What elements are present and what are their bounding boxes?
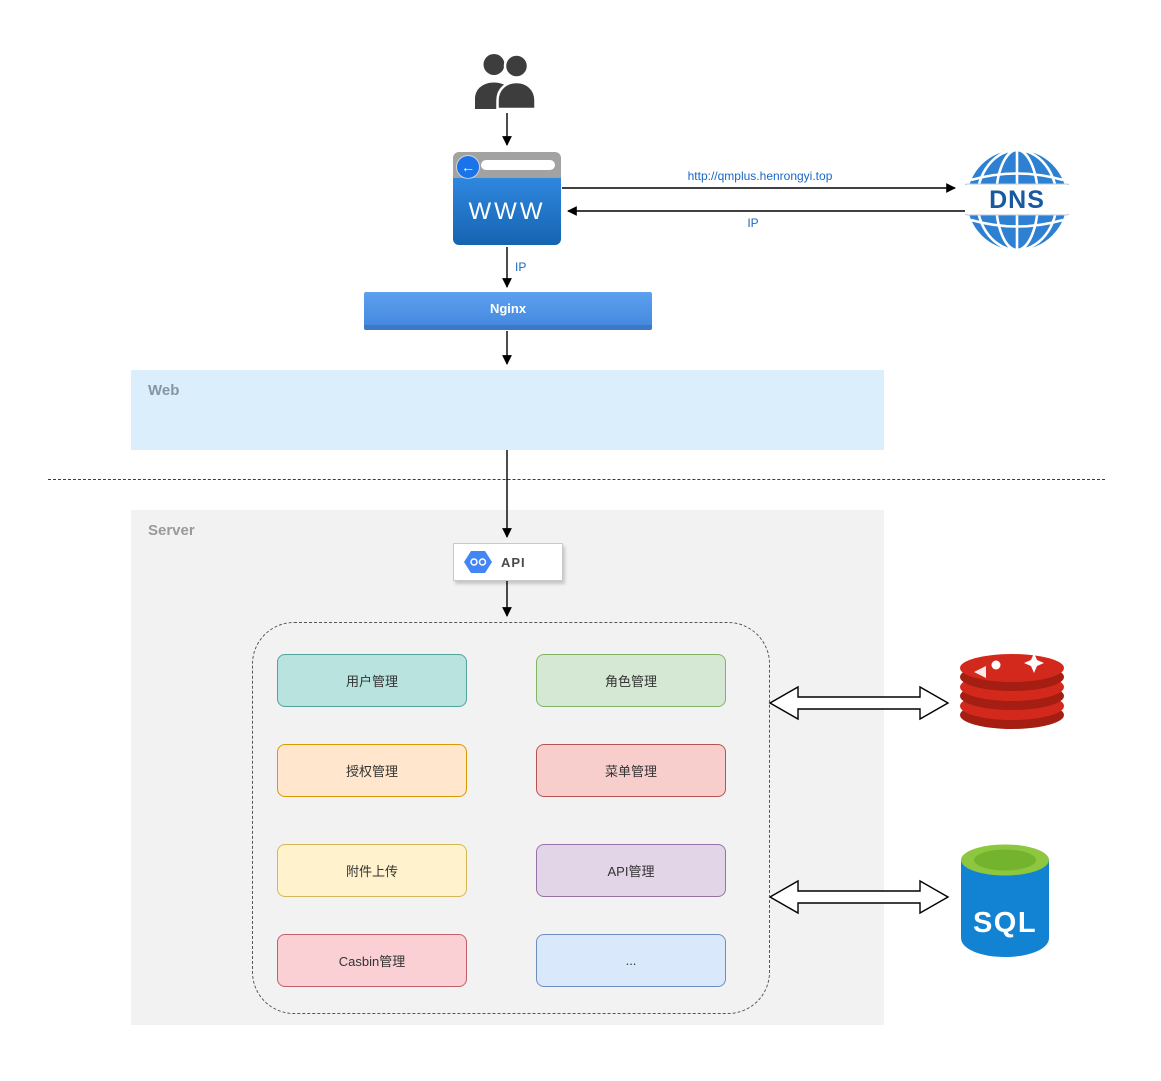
sql-label: SQL [973,907,1037,939]
module-box: 菜单管理 [536,744,726,797]
web-zone: Web [131,370,884,450]
url-edge-label: http://qmplus.henrongyi.top [687,169,833,183]
api-label: API [501,554,526,570]
browser-body: WWW [453,178,561,245]
back-arrow-icon: ← [457,156,479,178]
module-box: Casbin管理 [277,934,467,987]
redis-icon [952,648,1072,736]
browser-node: ← WWW [453,152,561,245]
dns-label: DNS [989,186,1045,214]
nginx-node: Nginx [364,292,652,330]
dns-node: DNS [961,148,1073,252]
module-box: ... [536,934,726,987]
ip-edge-label-nginx: IP [515,260,527,274]
database-cylinder-icon: SQL [961,844,1049,957]
module-box: API管理 [536,844,726,897]
address-bar [481,160,555,170]
web-zone-label: Web [148,382,180,399]
browser-label: WWW [468,197,546,225]
api-node: API [453,543,563,581]
hexagon-icon [464,551,492,573]
web-server-separator-line [48,479,1105,480]
nginx-label: Nginx [489,301,527,316]
module-box: 角色管理 [536,654,726,707]
users-icon [474,52,540,111]
module-box: 用户管理 [277,654,467,707]
sql-database-icon: SQL [955,836,1055,964]
module-box: 授权管理 [277,744,467,797]
globe-icon: DNS [961,148,1073,252]
server-zone-label: Server [148,522,195,539]
module-group-container [252,622,770,1014]
ip-edge-label-dns: IP [747,216,759,230]
module-box: 附件上传 [277,844,467,897]
